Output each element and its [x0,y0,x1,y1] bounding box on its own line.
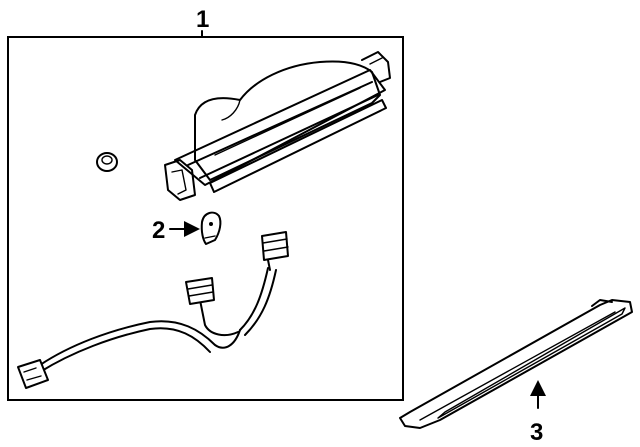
assembly-frame [7,36,404,401]
callout-2-label: 2 [152,217,165,244]
callout-1-label: 1 [196,6,209,33]
spoiler-lamp [399,299,633,429]
wiring-harness [17,231,289,389]
lamp-housing [164,51,391,201]
callout-3-label: 3 [530,419,543,446]
bulb [200,211,222,245]
grommet [96,152,118,172]
